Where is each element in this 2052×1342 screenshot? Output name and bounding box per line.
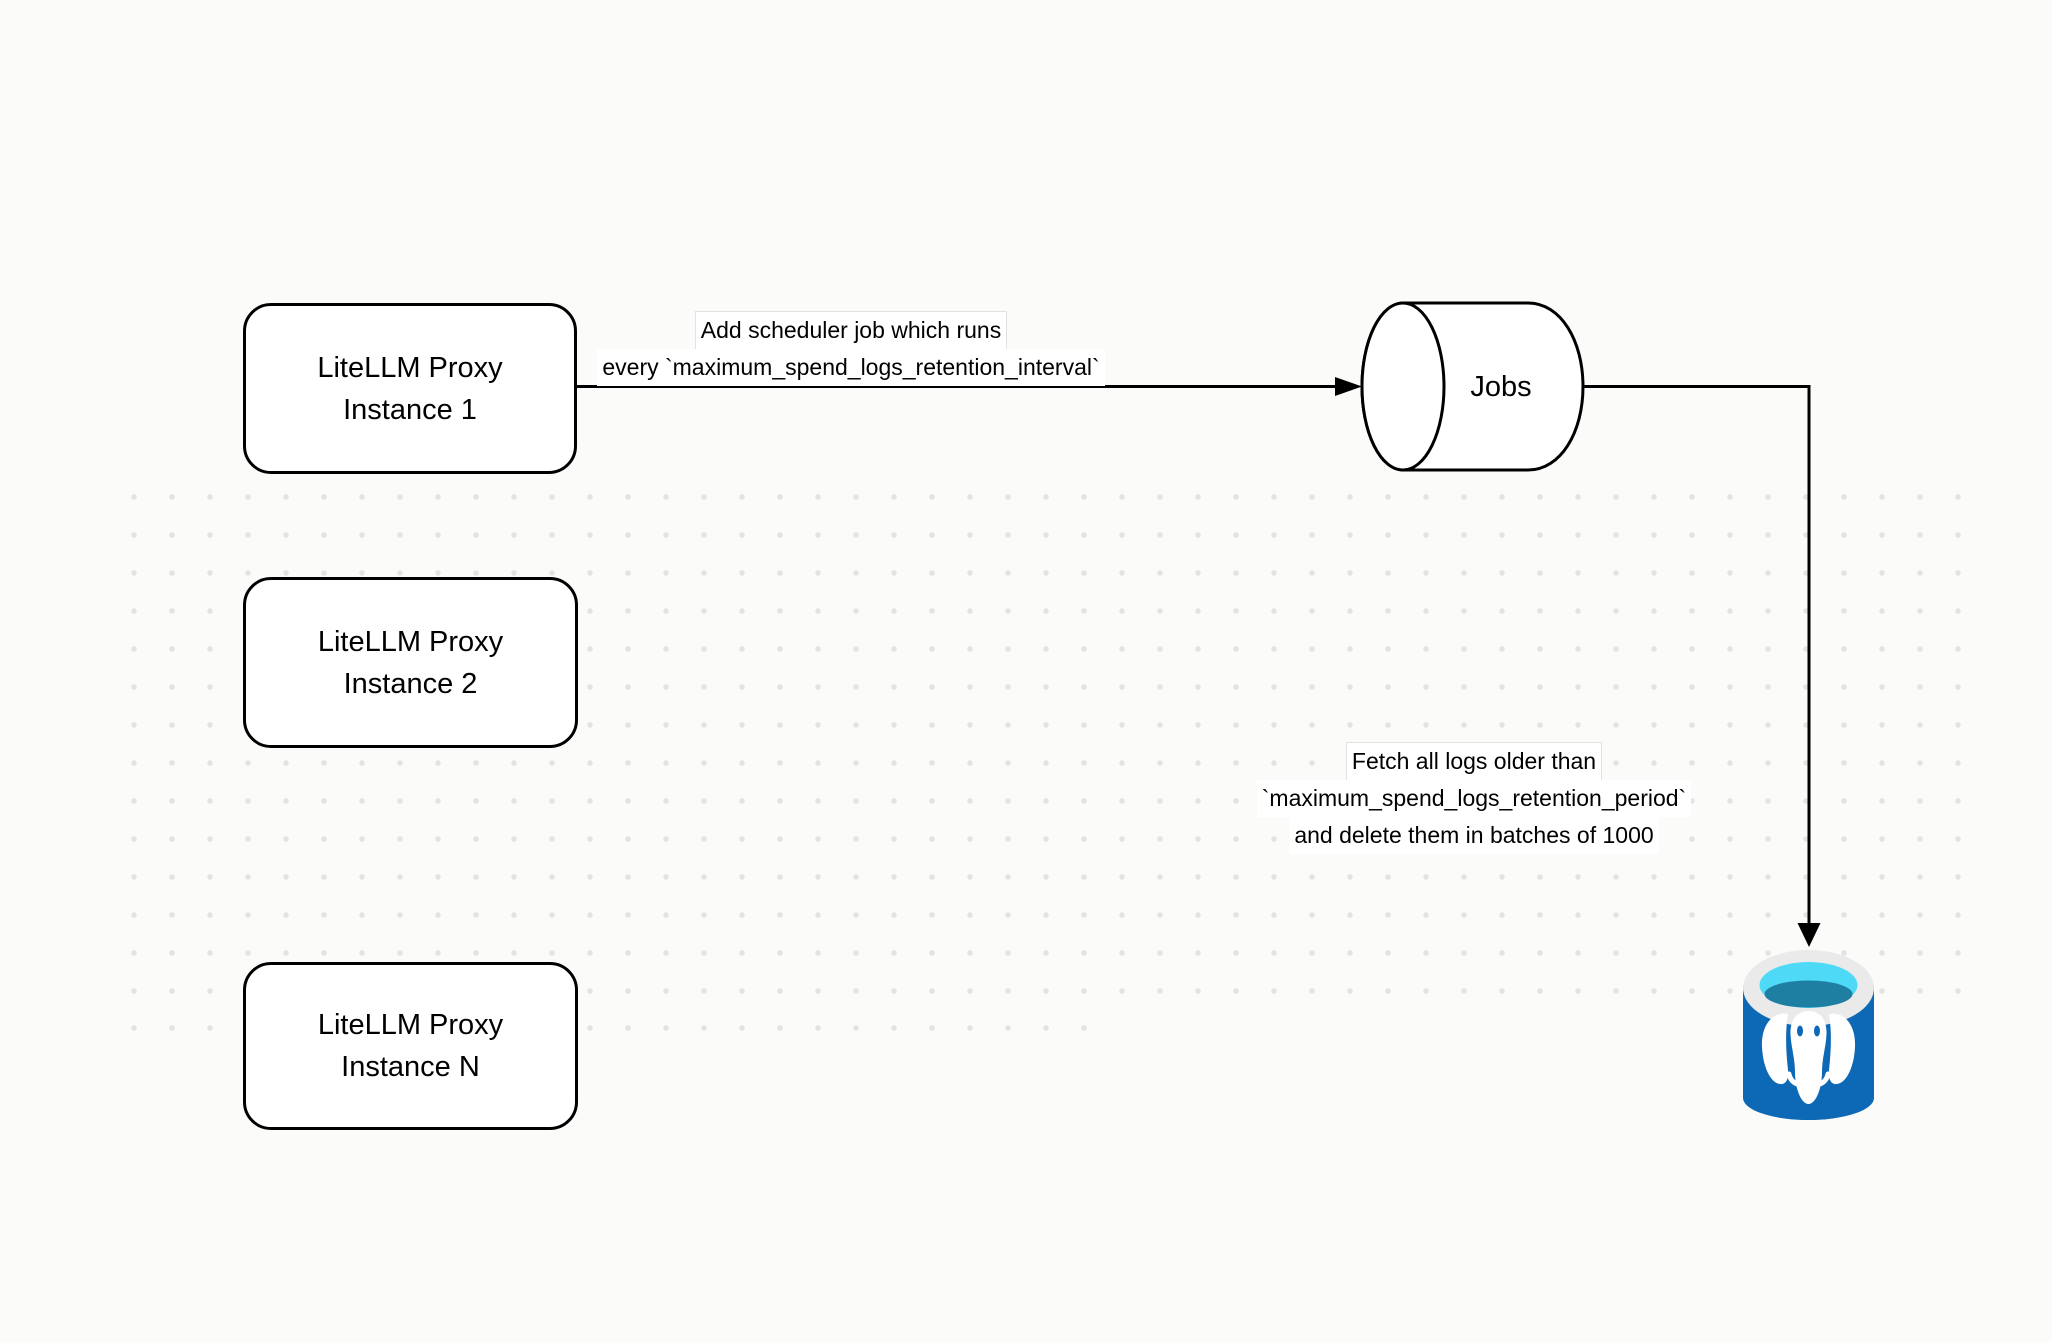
postgres-water-deep [1764, 980, 1853, 1008]
scheduler-edge-label-line1: Add scheduler job which runs [694, 311, 1008, 350]
proxy-instance-2-label-line2: Instance 2 [343, 667, 478, 700]
proxy-instance-n-label-line2: Instance N [341, 1051, 480, 1083]
fetch-delete-edge-label-line3: and delete them in batches of 1000 [1289, 817, 1659, 854]
scheduler-arrow [572, 377, 1362, 396]
proxy-instance-1-node: LiteLLM Proxy Instance 1 [243, 303, 577, 474]
scheduler-edge-label: Add scheduler job which runs every `maxi… [597, 311, 1105, 386]
jobs-queue-shape [1360, 301, 1585, 472]
proxy-instance-2-label-line1: LiteLLM Proxy [317, 625, 504, 658]
proxy-instance-n-label-line1: LiteLLM Proxy [317, 1009, 504, 1041]
postgresql-icon [1743, 950, 1874, 1120]
fetch-delete-edge-label-line2: `maximum_spend_logs_retention_period` [1256, 780, 1692, 817]
postgres-elephant-eyes [1797, 1025, 1820, 1037]
jobs-queue-label: Jobs [1470, 371, 1532, 403]
proxy-instance-1-label-line2: Instance 1 [343, 393, 477, 426]
jobs-to-postgres-connector [1583, 385, 1821, 947]
proxy-instance-1-label-line1: LiteLLM Proxy [317, 351, 503, 384]
proxy-instance-2-node: LiteLLM Proxy Instance 2 [243, 577, 578, 748]
fetch-delete-edge-label-line1: Fetch all logs older than [1345, 742, 1603, 781]
arrowhead-down-icon [1797, 923, 1821, 947]
fetch-delete-edge-label: Fetch all logs older than `maximum_spend… [1224, 742, 1724, 854]
proxy-instance-n-node: LiteLLM Proxy Instance N [243, 962, 578, 1130]
scheduler-edge-label-line2: every `maximum_spend_logs_retention_inte… [597, 349, 1105, 386]
cylinder-face-icon [1360, 301, 1446, 472]
arrowhead-right-icon [1335, 377, 1362, 396]
